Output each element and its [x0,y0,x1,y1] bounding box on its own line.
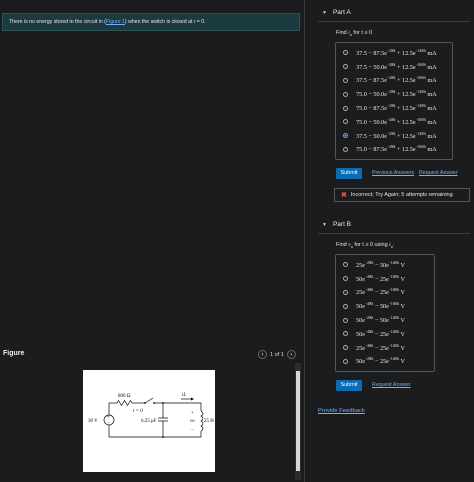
radio-icon[interactable] [343,146,348,152]
inductor-label: 25 H [204,419,214,424]
switch-label: t = 0 [133,409,143,414]
figure-title: Figure [3,350,25,357]
panel-divider [304,0,305,482]
part-a-option-1[interactable]: 37.5 − 87.5e−200t + 12.5e−1400t mA [336,46,452,60]
collapse-caret-icon: ▼ [322,221,327,228]
option-expression: 75.0 − 50.0e−200t + 12.5e−1400t mA [356,90,437,99]
radio-icon[interactable] [343,64,348,70]
part-b-header[interactable]: ▼ Part B [322,221,352,228]
radio-icon[interactable] [343,262,348,268]
part-a-prompt: Find io for t ≥ 0 [336,30,373,38]
option-expression: 25e−200t − 50e−1400t V [356,260,406,269]
part-a-option-6[interactable]: 75.0 − 50.0e−400t + 12.5e−1600t mA [336,115,452,129]
svg-text:−: − [107,421,110,426]
part-b-option-8[interactable]: 50e−200t − 25e−1400t V [336,355,434,369]
current-arrow-icon [191,397,194,401]
option-expression: 50e−400t − 50e−1600t V [356,302,406,311]
option-expression: 37.5 − 50.0e−400t + 12.5e−1600t mA [356,62,437,71]
scrollbar-thumb[interactable] [296,371,300,471]
request-answer-link-a[interactable]: Request Answer [419,170,458,176]
part-b-option-4[interactable]: 50e−400t − 50e−1600t V [336,299,434,313]
problem-statement: There is no energy stored in the circuit… [2,13,300,31]
part-b-option-5[interactable]: 50e−200t − 50e−1400t V [336,313,434,327]
option-expression: 75.0 − 87.5e−400t + 12.5e−1600t mA [356,145,437,154]
pager-text: 1 of 1 [270,351,284,358]
part-b-option-1[interactable]: 25e−200t − 50e−1400t V [336,258,434,272]
error-x-icon: ✖ [341,192,347,199]
option-expression: 50e−200t − 50e−1400t V [356,316,406,325]
current-label: iL [182,393,186,398]
figure-scrollbar[interactable] [295,363,301,480]
radio-icon[interactable] [343,358,348,364]
part-a-option-4[interactable]: 75.0 − 50.0e−200t + 12.5e−1400t mA [336,87,452,101]
option-expression: 25e−400t − 25e−1600t V [356,288,406,297]
radio-icon[interactable] [343,119,348,125]
radio-icon[interactable] [343,91,348,97]
option-expression: 50e−200t − 25e−1400t V [356,357,406,366]
part-b-submit-button[interactable]: Submit [336,380,362,391]
part-a-option-7[interactable]: 37.5 − 50.0e−200t + 12.5e−1400t mA [336,129,452,143]
radio-icon[interactable] [343,50,348,56]
option-expression: 25e−400t − 25e−1400t V [356,343,406,352]
divider [318,233,470,234]
option-expression: 37.5 − 87.5e−400t + 12.5e−1600t mA [356,76,437,85]
part-a-option-8[interactable]: 75.0 − 87.5e−400t + 12.5e−1600t mA [336,143,452,157]
figure-link[interactable]: Figure 1 [105,19,125,25]
resistor-label: 800 Ω [118,394,131,399]
radio-icon[interactable] [343,303,348,309]
radio-icon[interactable] [343,276,348,282]
part-b-option-6[interactable]: 50e−400t − 25e−1400t V [336,327,434,341]
svg-text:+: + [191,411,194,416]
radio-icon[interactable] [343,77,348,83]
radio-icon[interactable] [343,331,348,337]
svg-text:−: − [191,428,194,433]
radio-icon[interactable] [343,345,348,351]
incorrect-feedback: ✖ Incorrect; Try Again; 5 attempts remai… [334,188,470,202]
radio-icon[interactable] [343,105,348,111]
part-b-option-3[interactable]: 25e−400t − 25e−1600t V [336,286,434,300]
capacitor-label: 6.25 μF [141,419,157,424]
voltage-label: vo [190,419,195,424]
part-a-option-3[interactable]: 37.5 − 87.5e−400t + 12.5e−1600t mA [336,74,452,88]
option-expression: 75.0 − 87.5e−200t + 12.5e−1400t mA [356,104,437,113]
part-a-option-5[interactable]: 75.0 − 87.5e−200t + 12.5e−1400t mA [336,101,452,115]
inductor-symbol [200,410,204,432]
divider [318,21,470,22]
part-b-prompt: Find vo for t ≥ 0 using io. [336,242,395,250]
next-figure-button[interactable]: › [286,350,296,359]
part-a-header[interactable]: ▼ Part A [322,9,351,16]
circuit-figure: + − 800 Ω 30 V t = 0 6.25 μF iL + vo − 2… [83,370,215,472]
previous-answers-link[interactable]: Previous Answers [372,170,415,176]
prev-figure-button[interactable]: ‹ [258,350,267,359]
option-expression: 75.0 − 50.0e−400t + 12.5e−1600t mA [356,117,437,126]
part-a-submit-button[interactable]: Submit [336,168,362,179]
resistor-symbol [116,399,133,407]
request-answer-link-b[interactable]: Request Answer [372,382,411,388]
source-label: 30 V [88,419,98,424]
figure-pager: ‹ 1 of 1 › [258,350,296,359]
collapse-caret-icon: ▼ [322,9,327,16]
radio-icon[interactable] [343,289,348,295]
provide-feedback-link[interactable]: Provide Feedback [318,408,365,414]
switch-symbol [144,397,154,404]
radio-selected-icon[interactable] [343,133,348,139]
option-expression: 37.5 − 50.0e−200t + 12.5e−1400t mA [356,131,437,140]
part-a-option-2[interactable]: 37.5 − 50.0e−400t + 12.5e−1600t mA [336,60,452,74]
part-b-options: 25e−200t − 50e−1400t V 50e−400t − 25e−160… [335,254,435,372]
option-expression: 37.5 − 87.5e−200t + 12.5e−1400t mA [356,48,437,57]
part-a-options: 37.5 − 87.5e−200t + 12.5e−1400t mA 37.5 −… [335,42,453,160]
option-expression: 50e−400t − 25e−1400t V [356,329,406,338]
part-b-option-7[interactable]: 25e−400t − 25e−1400t V [336,341,434,355]
option-expression: 50e−400t − 25e−1600t V [356,274,406,283]
circuit-diagram: + − 800 Ω 30 V t = 0 6.25 μF iL + vo − 2… [88,393,214,438]
part-b-option-2[interactable]: 50e−400t − 25e−1600t V [336,272,434,286]
svg-text:+: + [107,416,110,421]
radio-icon[interactable] [343,317,348,323]
